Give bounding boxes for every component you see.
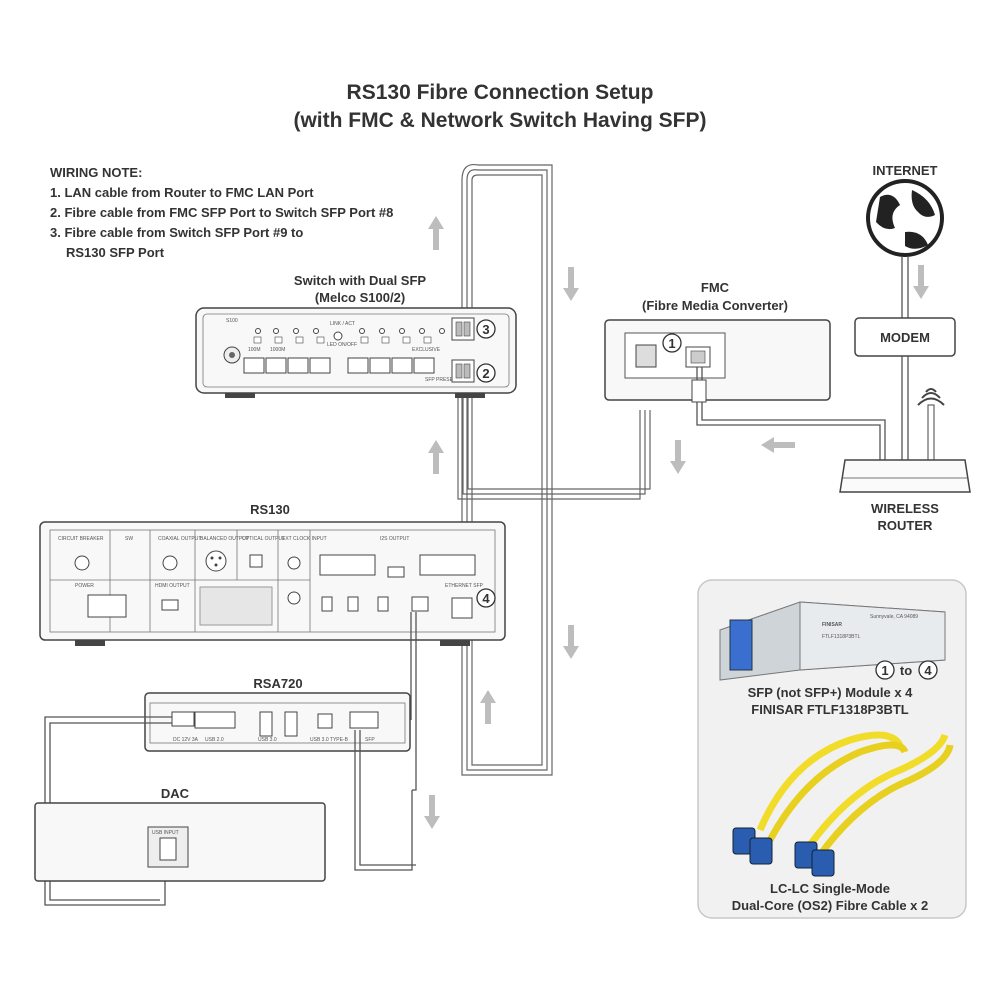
sfp-module-part: FTLF1318P3BTL: [822, 634, 861, 640]
sfp-caption-2: FINISAR FTLF1318P3BTL: [751, 702, 909, 717]
modem-router-cable: [901, 356, 909, 460]
internet-label: INTERNET: [873, 163, 938, 178]
fibre-loop-switch-to-rs130: [461, 163, 553, 776]
cable-caption-2: Dual-Core (OS2) Fibre Cable x 2: [732, 898, 929, 913]
switch-ethernet-ports-right: [347, 357, 435, 374]
sfp-range-label: 1 to 4: [875, 660, 938, 680]
marker-4: 4: [476, 588, 496, 608]
cable-caption-1: LC-LC Single-Mode: [770, 881, 890, 896]
fmc-label-2: (Fibre Media Converter): [642, 298, 788, 313]
rsa720-usb30b: USB 3.0 TYPE-B: [310, 737, 349, 743]
switch-port-number-row: [253, 336, 432, 344]
wireless-router: [839, 459, 971, 493]
internet-modem-cable: [901, 256, 909, 318]
diagram-title-line2: (with FMC & Network Switch Having SFP): [293, 109, 706, 132]
switch-sfp-ports: [451, 317, 475, 383]
arrow-up-icon: [428, 216, 444, 250]
rs130-ext-clock: EXT CLOCK INPUT: [282, 536, 327, 542]
arrow-left-icon: [761, 437, 795, 453]
svg-text:to: to: [900, 663, 912, 678]
lan-plug: [691, 379, 707, 403]
rs130-i2s: I2S OUTPUT: [380, 536, 409, 542]
lan-cable-rs130-to-rsa720: [410, 612, 417, 791]
rs130-coaxial: COAXIAL OUTPUT: [158, 536, 201, 542]
svg-text:1: 1: [881, 663, 888, 678]
dac-device: USB INPUT: [34, 802, 326, 882]
globe-icon: [866, 179, 944, 257]
modem-box: MODEM: [854, 317, 956, 357]
marker-3: 3: [476, 319, 496, 339]
rsa720-usb30: USB 3.0: [258, 737, 277, 743]
switch-link-act: LINK / ACT: [330, 321, 355, 327]
switch-speed-1000m: 1000M: [270, 347, 285, 353]
usb-plug-rsa720: [171, 711, 195, 727]
switch-model: S100: [226, 318, 238, 324]
switch-ethernet-ports-left: [243, 357, 331, 374]
arrow-down-icon: [563, 625, 579, 659]
network-switch: S100 LINK / ACT LED ON/OFF EXCLUSIVE SFP…: [195, 307, 517, 398]
wiring-note: WIRING NOTE: 1. LAN cable from Router to…: [50, 165, 393, 260]
arrow-up-icon: [428, 440, 444, 474]
rs130-balanced: BALANCED OUTPUT: [200, 536, 249, 542]
router-label-2: ROUTER: [878, 518, 934, 533]
rs130-device: CIRCUIT BREAKER SW COAXIAL OUTPUT BALANC…: [39, 521, 506, 646]
dac-usb-input: USB INPUT: [152, 830, 179, 836]
router-label-1: WIRELESS: [871, 501, 939, 516]
arrow-down-icon: [563, 267, 579, 301]
svg-text:2: 2: [482, 366, 489, 381]
rs130-ethernet: ETHERNET SFP: [445, 583, 484, 589]
arrow-down-icon: [913, 265, 929, 299]
modem-label: MODEM: [880, 330, 930, 345]
switch-sfp-preset: SFP PRESET: [425, 377, 456, 383]
wifi-icon: [917, 388, 945, 461]
switch-speed-100m: 100M: [248, 347, 261, 353]
rs130-circuit-breaker: CIRCUIT BREAKER: [58, 536, 104, 542]
rs130-label: RS130: [250, 502, 290, 517]
dac-label: DAC: [161, 786, 190, 801]
marker-1: 1: [662, 333, 682, 353]
switch-led-row: [255, 328, 445, 334]
rsa720-device: DC 12V 3A USB 2.0 USB 3.0 USB 3.0 TYPE-B…: [144, 692, 411, 752]
fmc-label-1: FMC: [701, 280, 730, 295]
wiring-note-item-1: 1. LAN cable from Router to FMC LAN Port: [50, 185, 314, 200]
sfp-caption-1: SFP (not SFP+) Module x 4: [748, 685, 914, 700]
rsa720-usb20: USB 2.0: [205, 737, 224, 743]
fibre-fmc-to-switch: [457, 380, 651, 500]
rsa720-dc: DC 12V 3A: [173, 737, 199, 743]
switch-led-onoff: LED ON/OFF: [327, 342, 357, 348]
marker-2: 2: [476, 363, 496, 383]
switch-exclusive: EXCLUSIVE: [412, 347, 441, 353]
switch-label-2: (Melco S100/2): [315, 290, 405, 305]
arrow-up-icon: [480, 690, 496, 724]
wiring-note-item-2: 2. Fibre cable from FMC SFP Port to Swit…: [50, 205, 393, 220]
arrow-down-icon: [424, 795, 440, 829]
fmc-device: [604, 319, 831, 401]
arrow-down-icon: [670, 440, 686, 474]
wiring-note-item-3: 3. Fibre cable from Switch SFP Port #9 t…: [50, 225, 303, 240]
svg-text:1: 1: [668, 336, 675, 351]
svg-text:4: 4: [924, 663, 932, 678]
svg-text:3: 3: [482, 322, 489, 337]
rs130-hdmi: HDMI OUTPUT: [155, 583, 190, 589]
diagram-title-line1: RS130 Fibre Connection Setup: [347, 81, 654, 104]
switch-label-1: Switch with Dual SFP: [294, 273, 427, 288]
rsa720-sfp: SFP: [365, 737, 375, 743]
fibre-rsa720-sfp: [354, 730, 416, 871]
wiring-note-item-4: RS130 SFP Port: [66, 245, 165, 260]
sfp-module-address: Sunnyvale, CA 94089: [870, 614, 918, 620]
wiring-note-heading: WIRING NOTE:: [50, 165, 142, 180]
rs130-optical: OPTICAL OUTPUT: [242, 536, 285, 542]
sfp-module-brand: FINISAR: [822, 622, 842, 628]
rsa720-label: RSA720: [253, 676, 302, 691]
fibre-cable-image: [732, 731, 954, 877]
rs130-power: POWER: [75, 583, 94, 589]
sfp-module-image: FINISAR Sunnyvale, CA 94089 FTLF1318P3BT…: [719, 601, 946, 681]
rs130-sw: SW: [125, 536, 133, 542]
svg-text:4: 4: [482, 591, 490, 606]
sfp-info-panel: FINISAR Sunnyvale, CA 94089 FTLF1318P3BT…: [697, 579, 967, 919]
